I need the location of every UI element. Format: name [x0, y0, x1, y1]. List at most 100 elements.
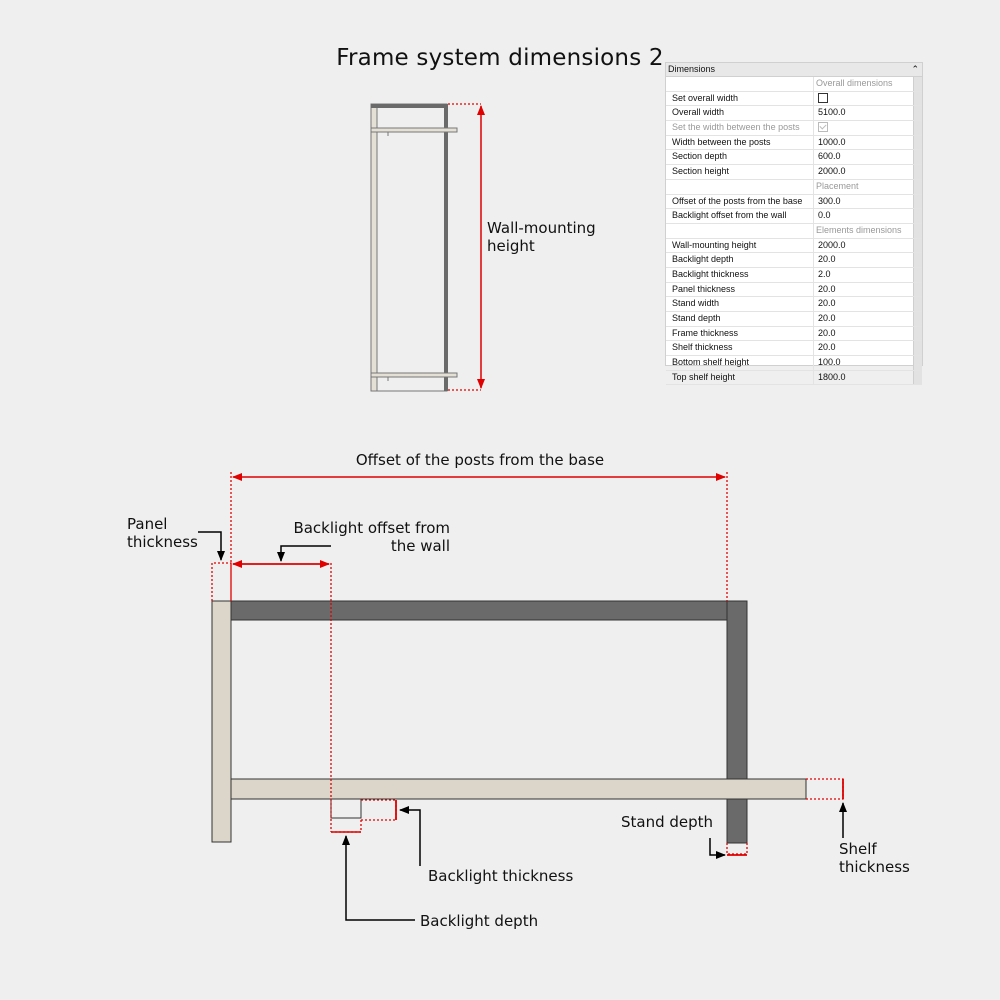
property-row-scroll-stub [913, 179, 922, 194]
panel-wall [211, 600, 232, 843]
property-row-scroll-stub [913, 282, 922, 297]
property-row[interactable]: Section depth 600.0 [666, 150, 922, 166]
property-label [666, 77, 814, 91]
property-label: Overall width [666, 106, 814, 121]
property-row[interactable]: Shelf thickness 20.0 [666, 341, 922, 357]
top-frame [230, 600, 748, 621]
property-label: Shelf thickness [666, 341, 814, 356]
property-label: Panel thickness [666, 282, 814, 297]
property-value[interactable]: 300.0 [818, 195, 841, 206]
property-checkbox [818, 122, 828, 133]
property-value[interactable]: 2000.0 [818, 239, 846, 250]
property-section-row: Elements dimensions [666, 223, 922, 239]
property-label: Wall-mounting height [666, 238, 814, 253]
property-row[interactable]: Top shelf height 1800.0 [666, 370, 922, 386]
property-row[interactable]: Section height 2000.0 [666, 165, 922, 180]
property-label: Backlight depth [666, 253, 814, 267]
property-value[interactable]: 20.0 [818, 298, 836, 309]
property-row-scroll-stub [913, 165, 922, 179]
property-label: Width between the posts [666, 135, 814, 150]
elevation-view [370, 103, 485, 392]
property-value[interactable]: 0.0 [818, 210, 831, 221]
property-row[interactable]: Stand width 20.0 [666, 297, 922, 312]
property-value[interactable]: 2000.0 [818, 166, 846, 177]
property-value-cell [814, 121, 913, 135]
property-label: Top shelf height [666, 370, 814, 385]
plan-dimensions [211, 472, 844, 856]
shelf-thickness-box [806, 778, 844, 800]
property-row-scroll-stub [913, 77, 922, 91]
property-row-scroll-stub [913, 238, 922, 253]
collapse-chevron-icon[interactable]: ⌃ [911, 64, 919, 74]
property-row-scroll-stub [913, 312, 922, 326]
property-row[interactable]: Stand depth 20.0 [666, 312, 922, 327]
property-row-scroll-stub [913, 267, 922, 282]
elevation-bottom-shelf [370, 372, 458, 378]
property-row[interactable]: Backlight depth 20.0 [666, 253, 922, 268]
property-grid-header[interactable]: Dimensions ⌃ [666, 63, 922, 77]
shelf [230, 778, 807, 800]
backlight-depth-leader [342, 835, 415, 921]
property-row[interactable]: Backlight thickness 2.0 [666, 267, 922, 283]
property-label [666, 223, 814, 238]
property-value[interactable]: 20.0 [818, 254, 836, 265]
panel-thickness-leader [198, 531, 225, 561]
leaders [198, 531, 847, 921]
offset-posts-label: Offset of the posts from the base [355, 451, 605, 469]
property-row-scroll-stub [913, 356, 922, 370]
property-row-scroll-stub [913, 106, 922, 121]
property-label: Section height [666, 165, 814, 179]
property-value[interactable]: 20.0 [818, 342, 836, 353]
property-section-row: Placement [666, 179, 922, 195]
property-row-scroll-stub [913, 370, 922, 385]
property-row[interactable]: Backlight offset from the wall 0.0 [666, 209, 922, 224]
property-label: Section depth [666, 150, 814, 165]
property-value[interactable]: 600.0 [818, 151, 841, 162]
property-value[interactable]: 20.0 [818, 327, 836, 338]
property-row[interactable]: Width between the posts 1000.0 [666, 135, 922, 151]
post [726, 600, 748, 844]
property-label: Backlight thickness [666, 267, 814, 282]
property-row-scroll-stub [913, 326, 922, 341]
property-label: Stand width [666, 297, 814, 311]
property-checkbox[interactable] [818, 92, 828, 103]
property-row-scroll-stub [913, 150, 922, 165]
backlight-depth-box [331, 818, 362, 833]
property-row[interactable]: Overall width 5100.0 [666, 106, 922, 122]
property-value[interactable]: 100.0 [818, 357, 841, 368]
stand-depth-box [726, 843, 748, 855]
property-row-scroll-stub [913, 253, 922, 267]
stand-depth-leader [709, 838, 726, 859]
stand-depth-label: Stand depth [621, 813, 714, 831]
property-value[interactable]: 20.0 [818, 283, 836, 294]
property-label: Stand depth [666, 312, 814, 326]
property-row[interactable]: Wall-mounting height 2000.0 [666, 238, 922, 254]
backlight-thickness-box [361, 799, 397, 821]
elevation-post [444, 104, 448, 391]
elevation-panel [370, 103, 378, 392]
property-row[interactable]: Panel thickness 20.0 [666, 282, 922, 298]
property-value-cell [814, 92, 913, 106]
backlight-thickness-leader [399, 806, 421, 866]
backlight-thickness-label: Backlight thickness [428, 867, 574, 885]
elevation-top-frame [371, 104, 447, 108]
property-row-scroll-stub [913, 209, 922, 223]
property-grid-title: Dimensions [668, 64, 716, 74]
property-row[interactable]: Set the width between the posts [666, 121, 922, 136]
property-row-scroll-stub [913, 341, 922, 356]
property-row-scroll-stub [913, 297, 922, 311]
property-label: Set the width between the posts [666, 121, 814, 135]
property-row[interactable]: Set overall width [666, 91, 922, 107]
property-value[interactable]: 2.0 [818, 268, 831, 279]
property-value[interactable]: 5100.0 [818, 107, 846, 118]
property-row-scroll-stub [913, 194, 922, 209]
property-label: Backlight offset from the wall [666, 209, 814, 223]
property-value[interactable]: 1000.0 [818, 136, 846, 147]
backlight-offset-leader [277, 545, 331, 562]
property-value[interactable]: 1800.0 [818, 371, 846, 382]
property-value[interactable]: 20.0 [818, 313, 836, 323]
